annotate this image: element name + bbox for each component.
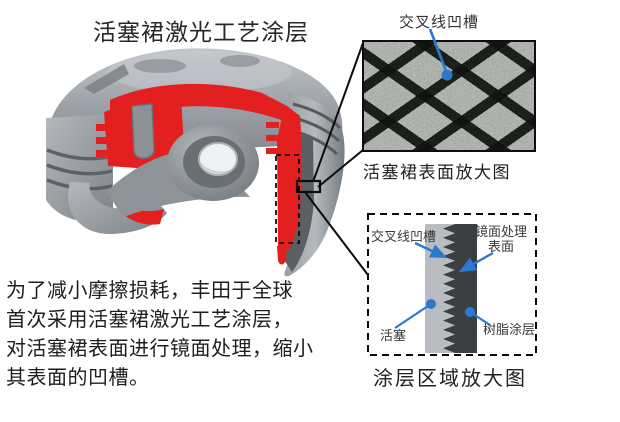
skirt-dashed-outline bbox=[275, 154, 300, 244]
coating-diagram-graphic bbox=[367, 213, 537, 356]
resin-coating-bar bbox=[443, 224, 477, 353]
callout-line-mid bbox=[317, 149, 364, 188]
ring-groove-left-3 bbox=[46, 178, 113, 191]
ring-groove-left-1 bbox=[46, 148, 113, 161]
ring-groove-right-3 bbox=[289, 128, 339, 156]
cut-face-right-wall bbox=[277, 106, 302, 249]
mirror-arrow bbox=[458, 251, 494, 273]
label-piston: 活塞 bbox=[380, 328, 407, 343]
cut-ring-land-left-1 bbox=[96, 124, 108, 131]
piston-left-band bbox=[46, 114, 113, 222]
cut-face-left bbox=[104, 97, 185, 169]
cut-ring-land-left-3 bbox=[96, 150, 108, 157]
dashed-border bbox=[367, 213, 537, 356]
callout-line-bottom bbox=[304, 191, 369, 276]
resin-leader-dot bbox=[465, 307, 475, 317]
cut-face-bottom bbox=[116, 199, 164, 225]
ring-groove-right-2 bbox=[290, 115, 341, 143]
cut-ring-land-right-2 bbox=[266, 135, 279, 141]
surface-panel-caption: 活塞裙表面放大图 bbox=[363, 163, 511, 182]
piston-crown bbox=[48, 48, 343, 158]
groove-pointer-label: 交叉线凹槽 bbox=[399, 14, 480, 31]
piston-skirt-outer bbox=[284, 92, 345, 277]
ring-groove-right-1 bbox=[292, 102, 342, 130]
cut-ring-land-right-3 bbox=[266, 148, 279, 154]
figure-title: 活塞裙激光工艺涂层 bbox=[93, 19, 309, 45]
pin-bore-shade bbox=[201, 163, 232, 174]
coating-diagram: 交叉线凹槽 镜面处理 表面 活塞 树脂涂层 bbox=[367, 213, 537, 356]
valve-pocket-right bbox=[220, 55, 260, 67]
pin-boss-hook bbox=[68, 182, 167, 235]
pin-boss-tube bbox=[106, 149, 250, 217]
label-crosshatch-groove: 交叉线凹槽 bbox=[371, 229, 437, 244]
pin-slot bbox=[131, 103, 155, 159]
callout-line-top bbox=[312, 42, 364, 183]
crown-top-sheen bbox=[108, 51, 292, 93]
skirt-surface-photo bbox=[362, 40, 536, 152]
cut-face-top bbox=[110, 83, 287, 122]
crown-chamfer bbox=[84, 64, 129, 94]
label-mirror-surface: 镜面处理 表面 bbox=[474, 224, 527, 254]
label-resin-coating: 树脂涂层 bbox=[483, 322, 536, 337]
piston-leader bbox=[394, 303, 432, 329]
crosshatch-groove-lines-desc bbox=[364, 42, 534, 150]
coating-panel-caption: 涂层区域放大图 bbox=[373, 368, 527, 390]
valve-pocket-left bbox=[134, 59, 186, 73]
groove-arrow bbox=[414, 241, 448, 259]
ring-groove-left-2 bbox=[46, 163, 113, 176]
pin-boss-ring bbox=[167, 125, 259, 201]
pin-bore-hole bbox=[198, 142, 238, 176]
cut-ring-land-right-1 bbox=[266, 122, 279, 128]
cut-ring-land-left-2 bbox=[96, 137, 108, 144]
piston-leader-dot bbox=[426, 299, 436, 309]
piston-skirt-inner-face bbox=[284, 130, 314, 272]
callout-rect bbox=[295, 179, 322, 194]
pin-boss-ring-inner bbox=[183, 136, 245, 188]
cut-skirt-strip bbox=[277, 246, 287, 265]
description-text: 为了减小摩擦损耗，丰田于全球 首次采用活塞裙激光工艺涂层， 对活塞裙表面进行镜面… bbox=[6, 280, 314, 389]
